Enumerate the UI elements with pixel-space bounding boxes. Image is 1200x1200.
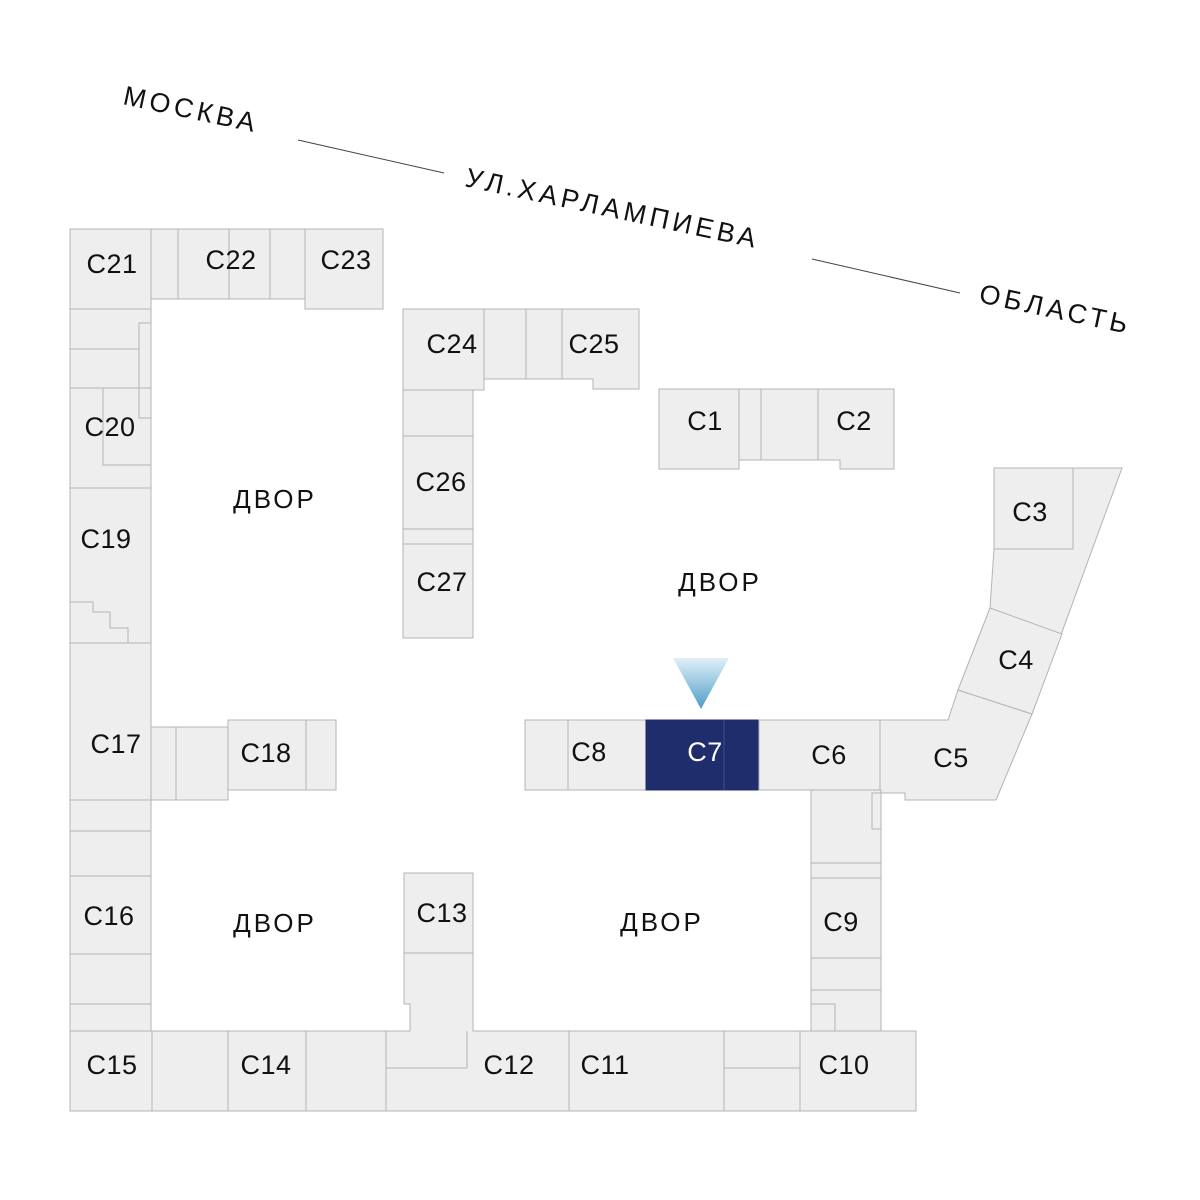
section-c25[interactable]	[561, 308, 640, 390]
section-c22[interactable]	[177, 228, 271, 300]
section-label-c27: С27	[416, 567, 467, 597]
section-label-c10: С10	[818, 1050, 869, 1080]
region-label: ОБЛАСТЬ	[977, 279, 1135, 341]
section-c27[interactable]	[402, 543, 474, 639]
block	[402, 528, 474, 545]
section-c4[interactable]	[957, 607, 1063, 715]
section-c17[interactable]	[69, 642, 152, 801]
block	[760, 388, 819, 461]
section-c18[interactable]	[227, 719, 337, 791]
block	[305, 1030, 387, 1112]
section-c20[interactable]	[69, 387, 152, 489]
section-c11[interactable]	[568, 1030, 725, 1112]
block	[151, 1030, 229, 1112]
section-c6[interactable]	[758, 719, 881, 791]
section-label-c11: С11	[580, 1050, 629, 1080]
section-label-c4: С4	[998, 645, 1034, 675]
section-label-c3: С3	[1012, 497, 1048, 527]
location-marker-icon	[673, 658, 729, 709]
section-label-c7: С7	[687, 737, 723, 767]
section-label-c14: С14	[240, 1050, 291, 1080]
street-line-1	[297, 139, 445, 174]
section-c1[interactable]	[658, 388, 740, 470]
block	[402, 389, 474, 437]
section-c16[interactable]	[69, 875, 152, 955]
yard-label-northeast: ДВОР	[678, 567, 762, 597]
right-wing	[957, 467, 1123, 715]
section-label-c2: С2	[836, 406, 872, 436]
middle-wing	[524, 689, 1033, 830]
section-label-c1: С1	[687, 406, 723, 436]
section-label-c6: С6	[811, 740, 847, 770]
block	[738, 388, 762, 461]
section-c26[interactable]	[402, 435, 474, 530]
block	[69, 830, 152, 877]
section-label-c16: С16	[83, 901, 134, 931]
section-c10[interactable]	[799, 1030, 917, 1112]
section-label-c20: С20	[84, 412, 135, 442]
section-label-c5: С5	[933, 743, 969, 773]
street-line-2	[811, 258, 961, 294]
section-label-c13: С13	[416, 898, 467, 928]
block	[69, 308, 152, 350]
section-labels: С21 С22 С23 С20 С19 С17 С18 С16 С15 С14 …	[80, 245, 1047, 1080]
block	[810, 789, 882, 864]
section-c12[interactable]	[385, 952, 570, 1112]
block	[69, 1003, 152, 1032]
section-label-c22: С22	[205, 245, 256, 275]
section-label-c15: С15	[86, 1050, 137, 1080]
section-label-c18: С18	[240, 738, 291, 768]
block	[69, 348, 140, 389]
c9-wing	[810, 789, 882, 1032]
section-label-c23: С23	[320, 245, 371, 275]
block	[175, 726, 229, 801]
yard-label-northwest: ДВОР	[233, 484, 317, 514]
section-c3[interactable]	[993, 467, 1074, 550]
section-c21[interactable]	[69, 228, 152, 310]
center-wing	[402, 308, 895, 639]
section-label-c24: С24	[426, 329, 477, 359]
left-wing	[69, 228, 384, 1112]
block	[525, 308, 563, 380]
section-label-c19: С19	[80, 524, 131, 554]
section-label-c9: С9	[823, 907, 859, 937]
yard-labels: ДВОР ДВОР ДВОР ДВОР	[233, 484, 762, 938]
section-label-c26: С26	[415, 467, 466, 497]
block	[69, 799, 152, 832]
section-label-c17: С17	[90, 729, 141, 759]
street-labels: МОСКВА УЛ.ХАРЛАМПИЕВА ОБЛАСТЬ	[121, 81, 1135, 341]
section-label-c8: С8	[571, 737, 607, 767]
block	[723, 1030, 801, 1112]
section-c23[interactable]	[304, 228, 384, 310]
block	[524, 719, 569, 791]
divider	[102, 388, 151, 466]
section-label-c21: С21	[86, 249, 137, 279]
stairs	[70, 601, 129, 643]
section-c7[interactable]	[645, 719, 760, 791]
block	[483, 308, 527, 380]
section-c2[interactable]	[817, 388, 895, 470]
section-c15[interactable]	[69, 1030, 153, 1112]
section-label-c25: С25	[568, 329, 619, 359]
block	[138, 322, 152, 389]
street-name-label: УЛ.ХАРЛАМПИЕВА	[463, 163, 763, 255]
divider	[138, 388, 151, 419]
block	[810, 957, 882, 991]
yard-label-southwest: ДВОР	[233, 908, 317, 938]
yard-label-southeast: ДВОР	[620, 907, 704, 937]
block	[810, 862, 882, 879]
section-c14[interactable]	[227, 1030, 307, 1112]
section-c8[interactable]	[567, 719, 647, 791]
city-label: МОСКВА	[121, 81, 262, 139]
section-c13[interactable]	[403, 872, 474, 954]
block	[150, 726, 177, 801]
section-label-c12: С12	[483, 1050, 534, 1080]
block	[810, 1003, 836, 1032]
section-c9[interactable]	[810, 877, 882, 959]
bottom-wing	[69, 872, 917, 1112]
block	[69, 953, 152, 1005]
